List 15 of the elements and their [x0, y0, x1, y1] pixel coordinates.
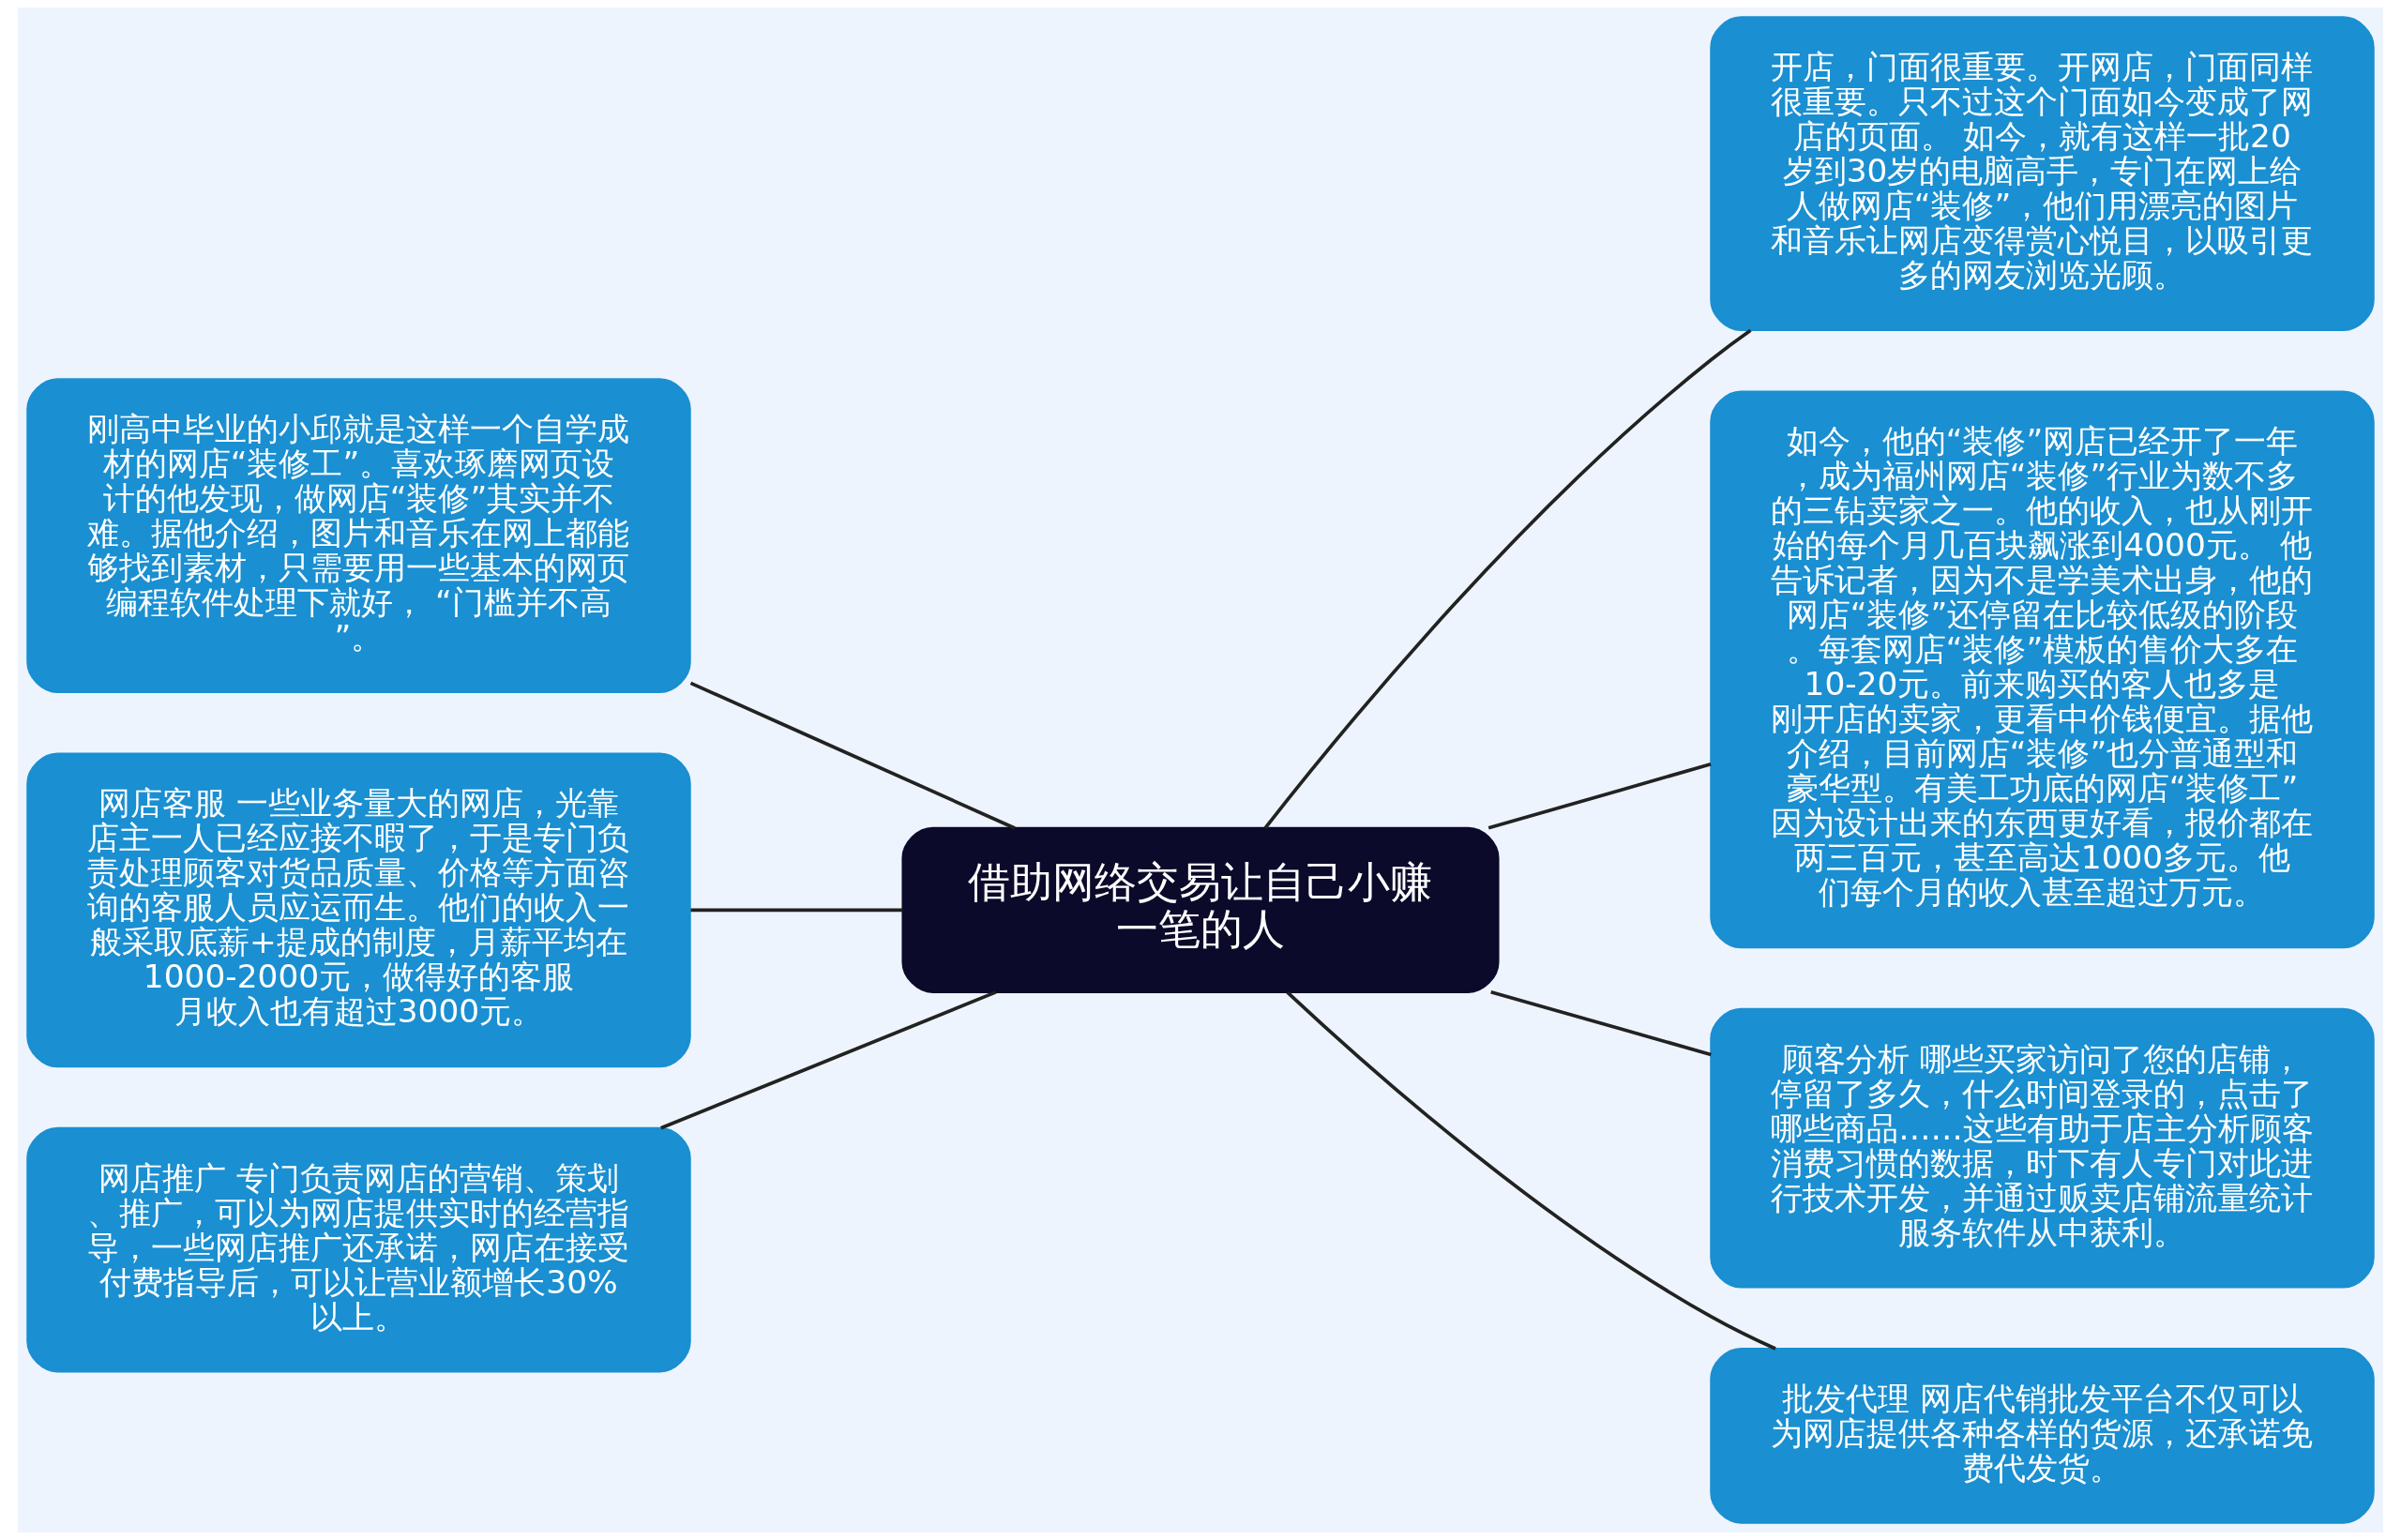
connector [1487, 762, 1712, 830]
connector [660, 990, 997, 1130]
node-box: 开店，门面很重要。开网店，门面同样很重要。只不过这个门面如今变成了网店的页面。 如今，就有这样一批20岁到30岁的电脑高手，专门在网上给人做网店“装修”，他们用漂亮的图片和音乐让网店变得赏心悦目，以吸引更多的网友浏览光顾。 [1710, 16, 2375, 332]
node-box: 批发代理 网店代销批发平台不仅可以为网店提供各种各样的货源，还承诺免费代发货。 [1710, 1347, 2375, 1524]
connector [1263, 328, 1752, 829]
connector [1490, 989, 1712, 1057]
connector [1286, 990, 1776, 1351]
node-box: 网店客服 一些业务量大的网店，光靠店主一人已经应接不暇了，于是专门负责处理顾客对货品质量、价格等方面咨询的客服人员应运而生。他们的收入一般采取底薪+提成的制度，月薪平均在1000-2000元，做得好的客服月收入也有超过3000元。 [26, 752, 691, 1068]
node-box: 网店推广 专门负责网店的营销、策划、推广，可以为网店提供实时的经营指导，一些网店推广还承诺，网店在接受付费指导后，可以让营业额增长30%以上。 [26, 1126, 691, 1373]
node-box: 顾客分析 哪些买家访问了您的店铺，停留了多久，什么时间登录的，点击了哪些商品……这些有助于店主分析顾客消费习惯的数据，时下有人专门对此进行技术开发，并通过贩卖店铺流量统计服务软件从中获利。 [1710, 1007, 2375, 1289]
node-box: 刚高中毕业的小邱就是这样一个自学成材的网店“装修工”。喜欢琢磨网页设计的他发现，做网店“装修”其实并不难。据他介绍，图片和音乐在网上都能够找到素材，只需要用一些基本的网页编程软件处理下就好， “门槛并不高”。 [26, 378, 691, 694]
node-box: 借助网络交易让自己小赚一笔的人 [901, 826, 1500, 993]
connector [689, 681, 1016, 830]
connector [690, 908, 903, 913]
node-box: 如今，他的“装修”网店已经开了一年，成为福州网店“装修”行业为数不多的三钻卖家之一。他的收入，也从刚开始的每个月几百块飙涨到4000元。 他告诉记者，因为不是学美术出身，他的网店“装修”还停留在比较低级的阶段。每套网店“装修”模板的售价大多在10-20元。前来购买的客人也多是刚开店的卖家，更看中价钱便宜。据他介绍，目前网店“装修”也分普通型和豪华型。有美工功底的网店“装修工”因为设计出来的东西更好看，报价都在两三百元，甚至高达1000多元。他们每个月的收入甚至超过万元。 [1710, 390, 2375, 949]
